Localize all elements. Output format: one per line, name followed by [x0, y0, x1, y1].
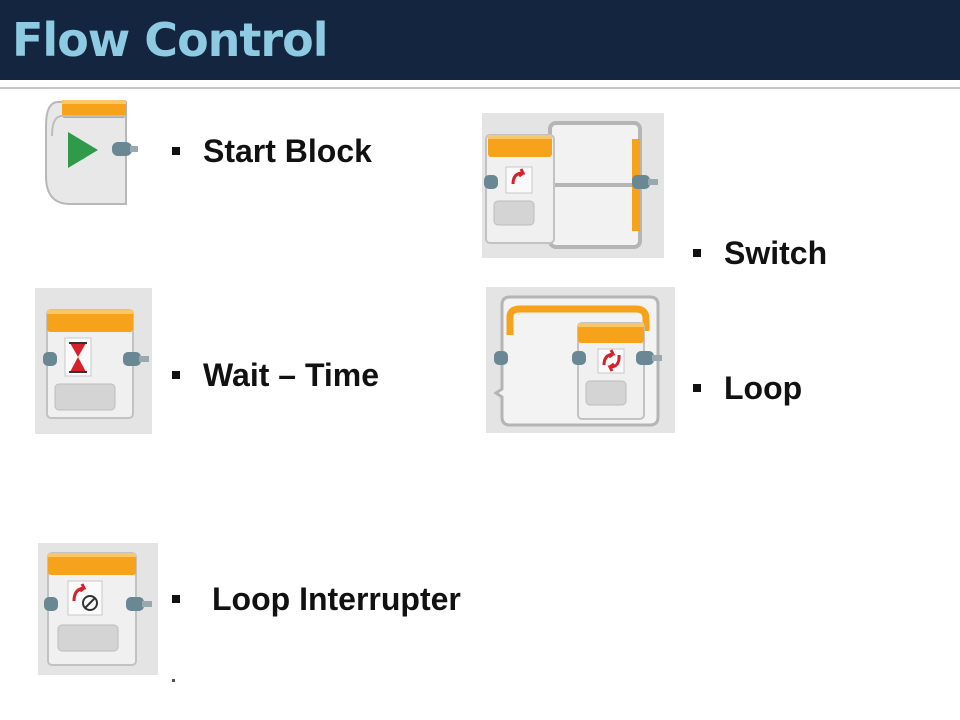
wait-time-block-icon	[35, 288, 152, 434]
stray-dot	[172, 679, 175, 682]
wait-time-label: Wait – Time	[172, 356, 379, 394]
bullet-icon	[172, 370, 180, 379]
start-block-label: Start Block	[172, 132, 372, 170]
loop-interrupter-label: Loop Interrupter	[172, 580, 461, 618]
start-block-icon	[45, 100, 138, 205]
slide-title: Flow Control	[12, 13, 328, 67]
bullet-icon	[172, 594, 180, 603]
loop-interrupter-block-icon	[38, 543, 158, 675]
loop-label: Loop	[693, 369, 802, 407]
bullet-icon	[693, 248, 701, 257]
title-divider	[0, 80, 960, 89]
loop-block-icon	[486, 287, 675, 433]
bullet-icon	[172, 146, 180, 155]
title-bar: Flow Control	[0, 0, 960, 80]
switch-label: Switch	[693, 234, 827, 272]
bullet-icon	[693, 383, 701, 392]
switch-block-icon	[482, 113, 664, 258]
